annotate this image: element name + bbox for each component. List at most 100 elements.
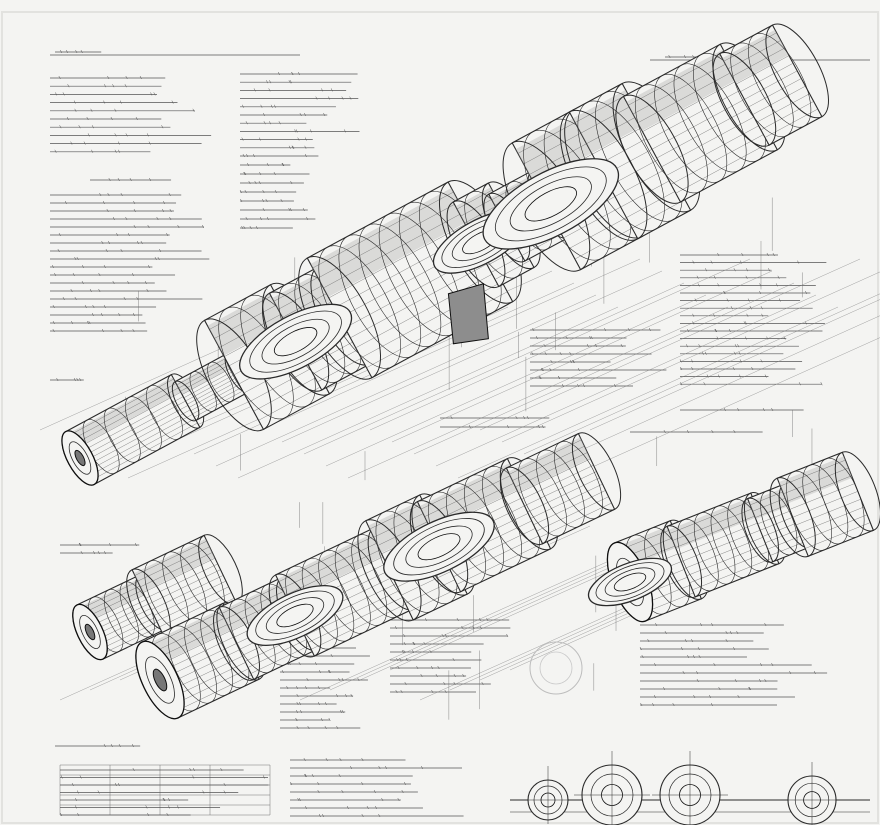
scribble-tick bbox=[291, 145, 294, 149]
scribble-tick bbox=[162, 797, 165, 802]
scribble-tick bbox=[713, 662, 716, 667]
scribble-tick bbox=[328, 717, 331, 722]
scribble-tick bbox=[169, 216, 172, 221]
scribble-tick bbox=[177, 805, 180, 809]
hatch-line bbox=[308, 339, 358, 366]
scribble-tick bbox=[327, 669, 330, 674]
cylinder-ring bbox=[741, 497, 779, 563]
scribble-tick bbox=[444, 689, 447, 694]
scribble-tick bbox=[281, 162, 284, 167]
hatch-line bbox=[77, 396, 184, 454]
scribble-tick bbox=[263, 121, 266, 125]
scribble-tick bbox=[127, 280, 130, 285]
scribble-tick bbox=[668, 54, 671, 59]
hatch-line bbox=[89, 418, 196, 476]
scribble-tick bbox=[124, 84, 127, 88]
hatch-line bbox=[159, 592, 232, 628]
scribble-tick bbox=[725, 638, 728, 643]
scribble-tick bbox=[101, 240, 104, 245]
scribble-tick bbox=[777, 275, 780, 279]
scribble-tick bbox=[346, 805, 349, 810]
scribble-tick bbox=[441, 633, 444, 638]
hatch-line bbox=[82, 405, 189, 463]
scribble-tick bbox=[385, 765, 388, 770]
hatch-line bbox=[424, 473, 515, 517]
hatch-line bbox=[527, 477, 600, 513]
scribble-tick bbox=[290, 781, 293, 786]
scribble-tick bbox=[311, 773, 314, 778]
scribble-tick bbox=[148, 141, 151, 145]
scribble-tick bbox=[431, 665, 434, 670]
hatch-line bbox=[140, 552, 213, 588]
hatch-line bbox=[798, 506, 865, 534]
scribble-tick bbox=[395, 689, 398, 694]
scribble-tick bbox=[766, 336, 769, 340]
cylinder-cap-ring bbox=[79, 615, 101, 649]
scribble-tick bbox=[132, 312, 135, 317]
scribble-tick bbox=[253, 88, 256, 92]
scribble-tick bbox=[744, 321, 747, 325]
scribble-tick bbox=[318, 669, 321, 674]
scribble-tick bbox=[59, 125, 62, 129]
hatch-line bbox=[323, 211, 465, 289]
notes-center-right bbox=[530, 327, 667, 388]
hatch-line bbox=[509, 439, 582, 475]
scribble-tick bbox=[664, 630, 667, 635]
scribble-tick bbox=[262, 198, 265, 203]
hatch-line bbox=[307, 595, 408, 643]
scribble-tick bbox=[146, 288, 149, 293]
scribble-tick bbox=[696, 670, 699, 675]
hatch-line bbox=[317, 355, 366, 383]
hatch-line bbox=[736, 55, 790, 85]
scribble-tick bbox=[135, 116, 138, 121]
hatch-line bbox=[456, 189, 493, 210]
scribble-tick bbox=[159, 248, 162, 253]
hatch-line bbox=[592, 125, 646, 155]
hatch-line bbox=[278, 283, 327, 310]
hatch-line bbox=[764, 108, 818, 138]
hatch-line bbox=[740, 63, 794, 92]
scribble-tick bbox=[77, 790, 79, 794]
hatch-line bbox=[731, 47, 785, 77]
scribble-tick bbox=[107, 192, 110, 197]
scribble-tick bbox=[506, 633, 509, 638]
scribble-tick bbox=[730, 306, 733, 310]
scribble-tick bbox=[663, 429, 666, 434]
cylinder-shade bbox=[207, 290, 290, 356]
scribble-tick bbox=[620, 343, 623, 348]
scribble-tick bbox=[103, 100, 106, 104]
scribble-tick bbox=[114, 149, 117, 153]
scribble-tick bbox=[317, 789, 320, 794]
scribble-tick bbox=[98, 288, 101, 293]
scribble-tick bbox=[577, 367, 580, 372]
main-shaft-assembly bbox=[61, 23, 829, 486]
hatch-line bbox=[273, 275, 323, 302]
hatch-line bbox=[182, 365, 235, 395]
hatch-line bbox=[517, 120, 580, 154]
scribble-tick bbox=[341, 789, 344, 794]
cylinder-shade bbox=[572, 89, 645, 154]
scribble-tick bbox=[120, 328, 123, 333]
scribble-tick bbox=[266, 80, 269, 84]
scribble-tick bbox=[125, 75, 128, 80]
flange-ring bbox=[509, 176, 592, 232]
cylinder-shade bbox=[508, 437, 591, 493]
cylinder-shade bbox=[220, 580, 294, 631]
scribble-tick bbox=[412, 641, 415, 646]
scribble-tick bbox=[52, 320, 55, 325]
scribble-tick bbox=[805, 290, 808, 295]
scribble-tick bbox=[106, 208, 109, 213]
scribble-tick bbox=[304, 145, 307, 149]
hatch-line bbox=[681, 528, 765, 562]
scribble-tick bbox=[166, 232, 169, 237]
scribble-tick bbox=[242, 104, 245, 108]
scribble-tick bbox=[171, 100, 174, 104]
scribble-tick bbox=[258, 180, 261, 185]
cylinder-ring bbox=[818, 457, 865, 538]
scribble-tick bbox=[532, 327, 535, 332]
scribble-tick bbox=[711, 622, 714, 627]
scribble-tick bbox=[761, 313, 764, 317]
cylinder-shade bbox=[143, 607, 235, 667]
hatch-line bbox=[171, 666, 254, 706]
scribble-tick bbox=[565, 335, 568, 340]
